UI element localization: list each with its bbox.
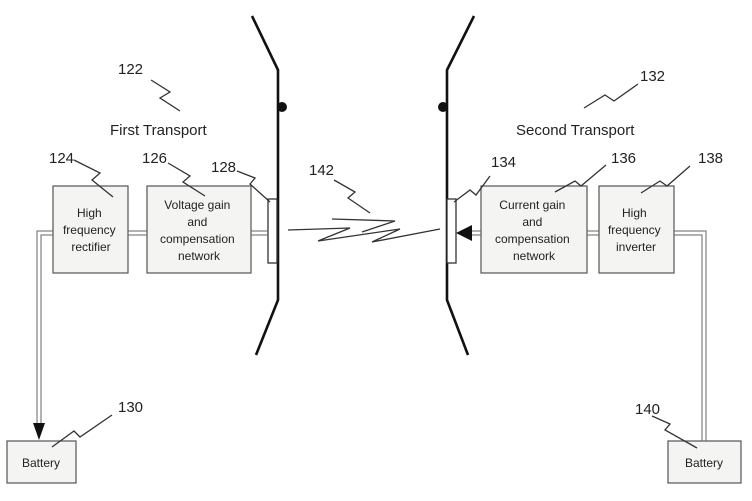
leader-132	[583, 83, 639, 109]
ref-126: 126	[142, 150, 167, 167]
current-line-3: compensation	[495, 232, 570, 246]
wire-rectifier-battery	[36, 230, 53, 425]
high-frequency-inverter-box	[598, 185, 675, 274]
ref-130: 130	[118, 399, 143, 416]
leader-140	[651, 415, 698, 449]
current-line-4: network	[513, 249, 556, 263]
battery-right-box	[667, 440, 742, 484]
inverter-line-3: inverter	[616, 240, 656, 254]
wire-current-inverter	[587, 230, 599, 236]
wire-rectifier-voltage	[128, 230, 147, 236]
wire-inverter-battery	[674, 230, 707, 441]
battery-right-line-1: Battery	[685, 456, 723, 470]
ref-128: 128	[211, 159, 236, 176]
leader-134	[453, 175, 491, 203]
high-frequency-rectifier-box	[52, 185, 129, 274]
leader-122	[150, 79, 181, 112]
current-gain-network-box	[480, 185, 588, 274]
leader-130	[51, 414, 113, 448]
first-transport-wall	[250, 15, 280, 356]
leader-138	[640, 165, 691, 194]
second-wall-bump	[438, 102, 448, 112]
rectifier-line-1: High	[77, 206, 102, 220]
ref-124: 124	[49, 150, 74, 167]
voltage-line-3: compensation	[160, 232, 235, 246]
voltage-line-2: and	[187, 215, 207, 229]
ref-132: 132	[640, 68, 665, 85]
leader-124	[73, 159, 114, 198]
battery-right-label: Battery	[685, 456, 723, 470]
rectifier-line-3: rectifier	[71, 240, 110, 254]
second-transport-wall	[445, 15, 476, 356]
voltage-line-4: network	[178, 249, 221, 263]
leader-128	[236, 170, 271, 203]
first-wall-bump	[277, 102, 287, 112]
receiving-coil-128	[267, 198, 278, 264]
leader-142	[333, 179, 371, 214]
ref-122: 122	[118, 61, 143, 78]
leader-136	[554, 164, 607, 193]
current-line-2: and	[522, 215, 542, 229]
voltage-gain-network-box	[146, 185, 252, 274]
voltage-network-label: Voltage gain and compensation network	[160, 198, 238, 263]
ref-136: 136	[611, 150, 636, 167]
wireless-link-zigzag	[287, 227, 441, 243]
ref-138: 138	[698, 150, 723, 167]
second-transport-title: Second Transport	[516, 122, 635, 139]
ref-142: 142	[309, 162, 334, 179]
rectifier-line-2: frequency	[63, 223, 116, 237]
battery-left-line-1: Battery	[22, 456, 60, 470]
arrow-to-coil-134	[456, 225, 472, 241]
inverter-label: High frequency inverter	[608, 206, 664, 254]
wire-voltage-coil	[251, 230, 268, 236]
inverter-line-2: frequency	[608, 223, 661, 237]
transmitting-coil-134	[446, 198, 457, 264]
ref-140: 140	[635, 401, 660, 418]
battery-left-label: Battery	[22, 456, 60, 470]
current-network-label: Current gain and compensation network	[495, 198, 573, 263]
current-line-1: Current gain	[499, 198, 565, 212]
inverter-line-1: High	[622, 206, 647, 220]
voltage-line-1: Voltage gain	[164, 198, 230, 212]
first-transport-title: First Transport	[110, 122, 208, 139]
ref-134: 134	[491, 154, 516, 171]
leader-126	[167, 162, 206, 197]
rectifier-label: High frequency rectifier	[63, 206, 119, 254]
battery-left-box	[6, 440, 77, 484]
arrow-to-left-battery	[33, 423, 45, 440]
wireless-link-zigzag-2	[331, 218, 396, 233]
